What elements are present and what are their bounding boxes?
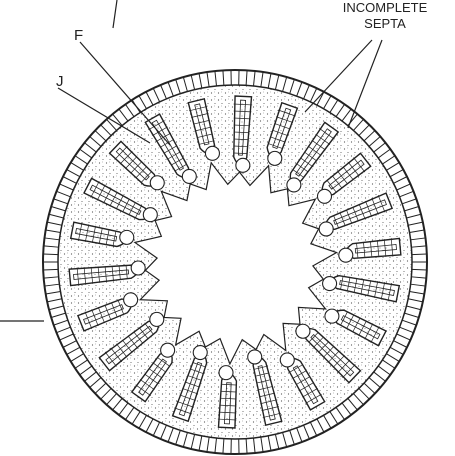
- mesenterial-filament: [143, 208, 157, 222]
- mesenterial-filament: [323, 277, 337, 291]
- mesenterial-filament: [248, 350, 262, 364]
- label-septa: SEPTA: [364, 16, 406, 31]
- mesenterial-filament: [120, 230, 134, 244]
- mesenterial-filament: [296, 324, 310, 338]
- epidermis-cell-wall: [43, 269, 58, 270]
- mesenterial-filament: [325, 309, 339, 323]
- mesenterial-filament: [236, 158, 250, 172]
- mesenterial-filament: [150, 176, 164, 190]
- leader-line-top: [113, 0, 117, 28]
- mesenterial-filament: [319, 222, 333, 236]
- mesenterial-filament: [287, 178, 301, 192]
- mesenterial-filament: [131, 261, 145, 275]
- leader-line-septa: [348, 40, 382, 128]
- label-f: F: [74, 27, 83, 44]
- mesenterial-filament: [150, 312, 164, 326]
- mesenterial-filament: [124, 293, 138, 307]
- mesenterial-filament: [268, 151, 282, 165]
- label-j: J: [56, 73, 64, 90]
- mesenterial-filament: [182, 169, 196, 183]
- epidermis-cell-wall: [412, 269, 427, 270]
- mesenterial-filament: [205, 146, 219, 160]
- mesenterial-filament: [339, 248, 353, 262]
- mesenterial-filament: [219, 366, 233, 380]
- mesenterial-filament: [317, 189, 331, 203]
- mesenterial-filament: [161, 343, 175, 357]
- mesenterial-filament: [280, 353, 294, 367]
- epidermis-cell-wall: [43, 254, 58, 255]
- epidermis-cell-wall: [412, 254, 427, 255]
- label-incomplete: INCOMPLETE: [343, 0, 428, 15]
